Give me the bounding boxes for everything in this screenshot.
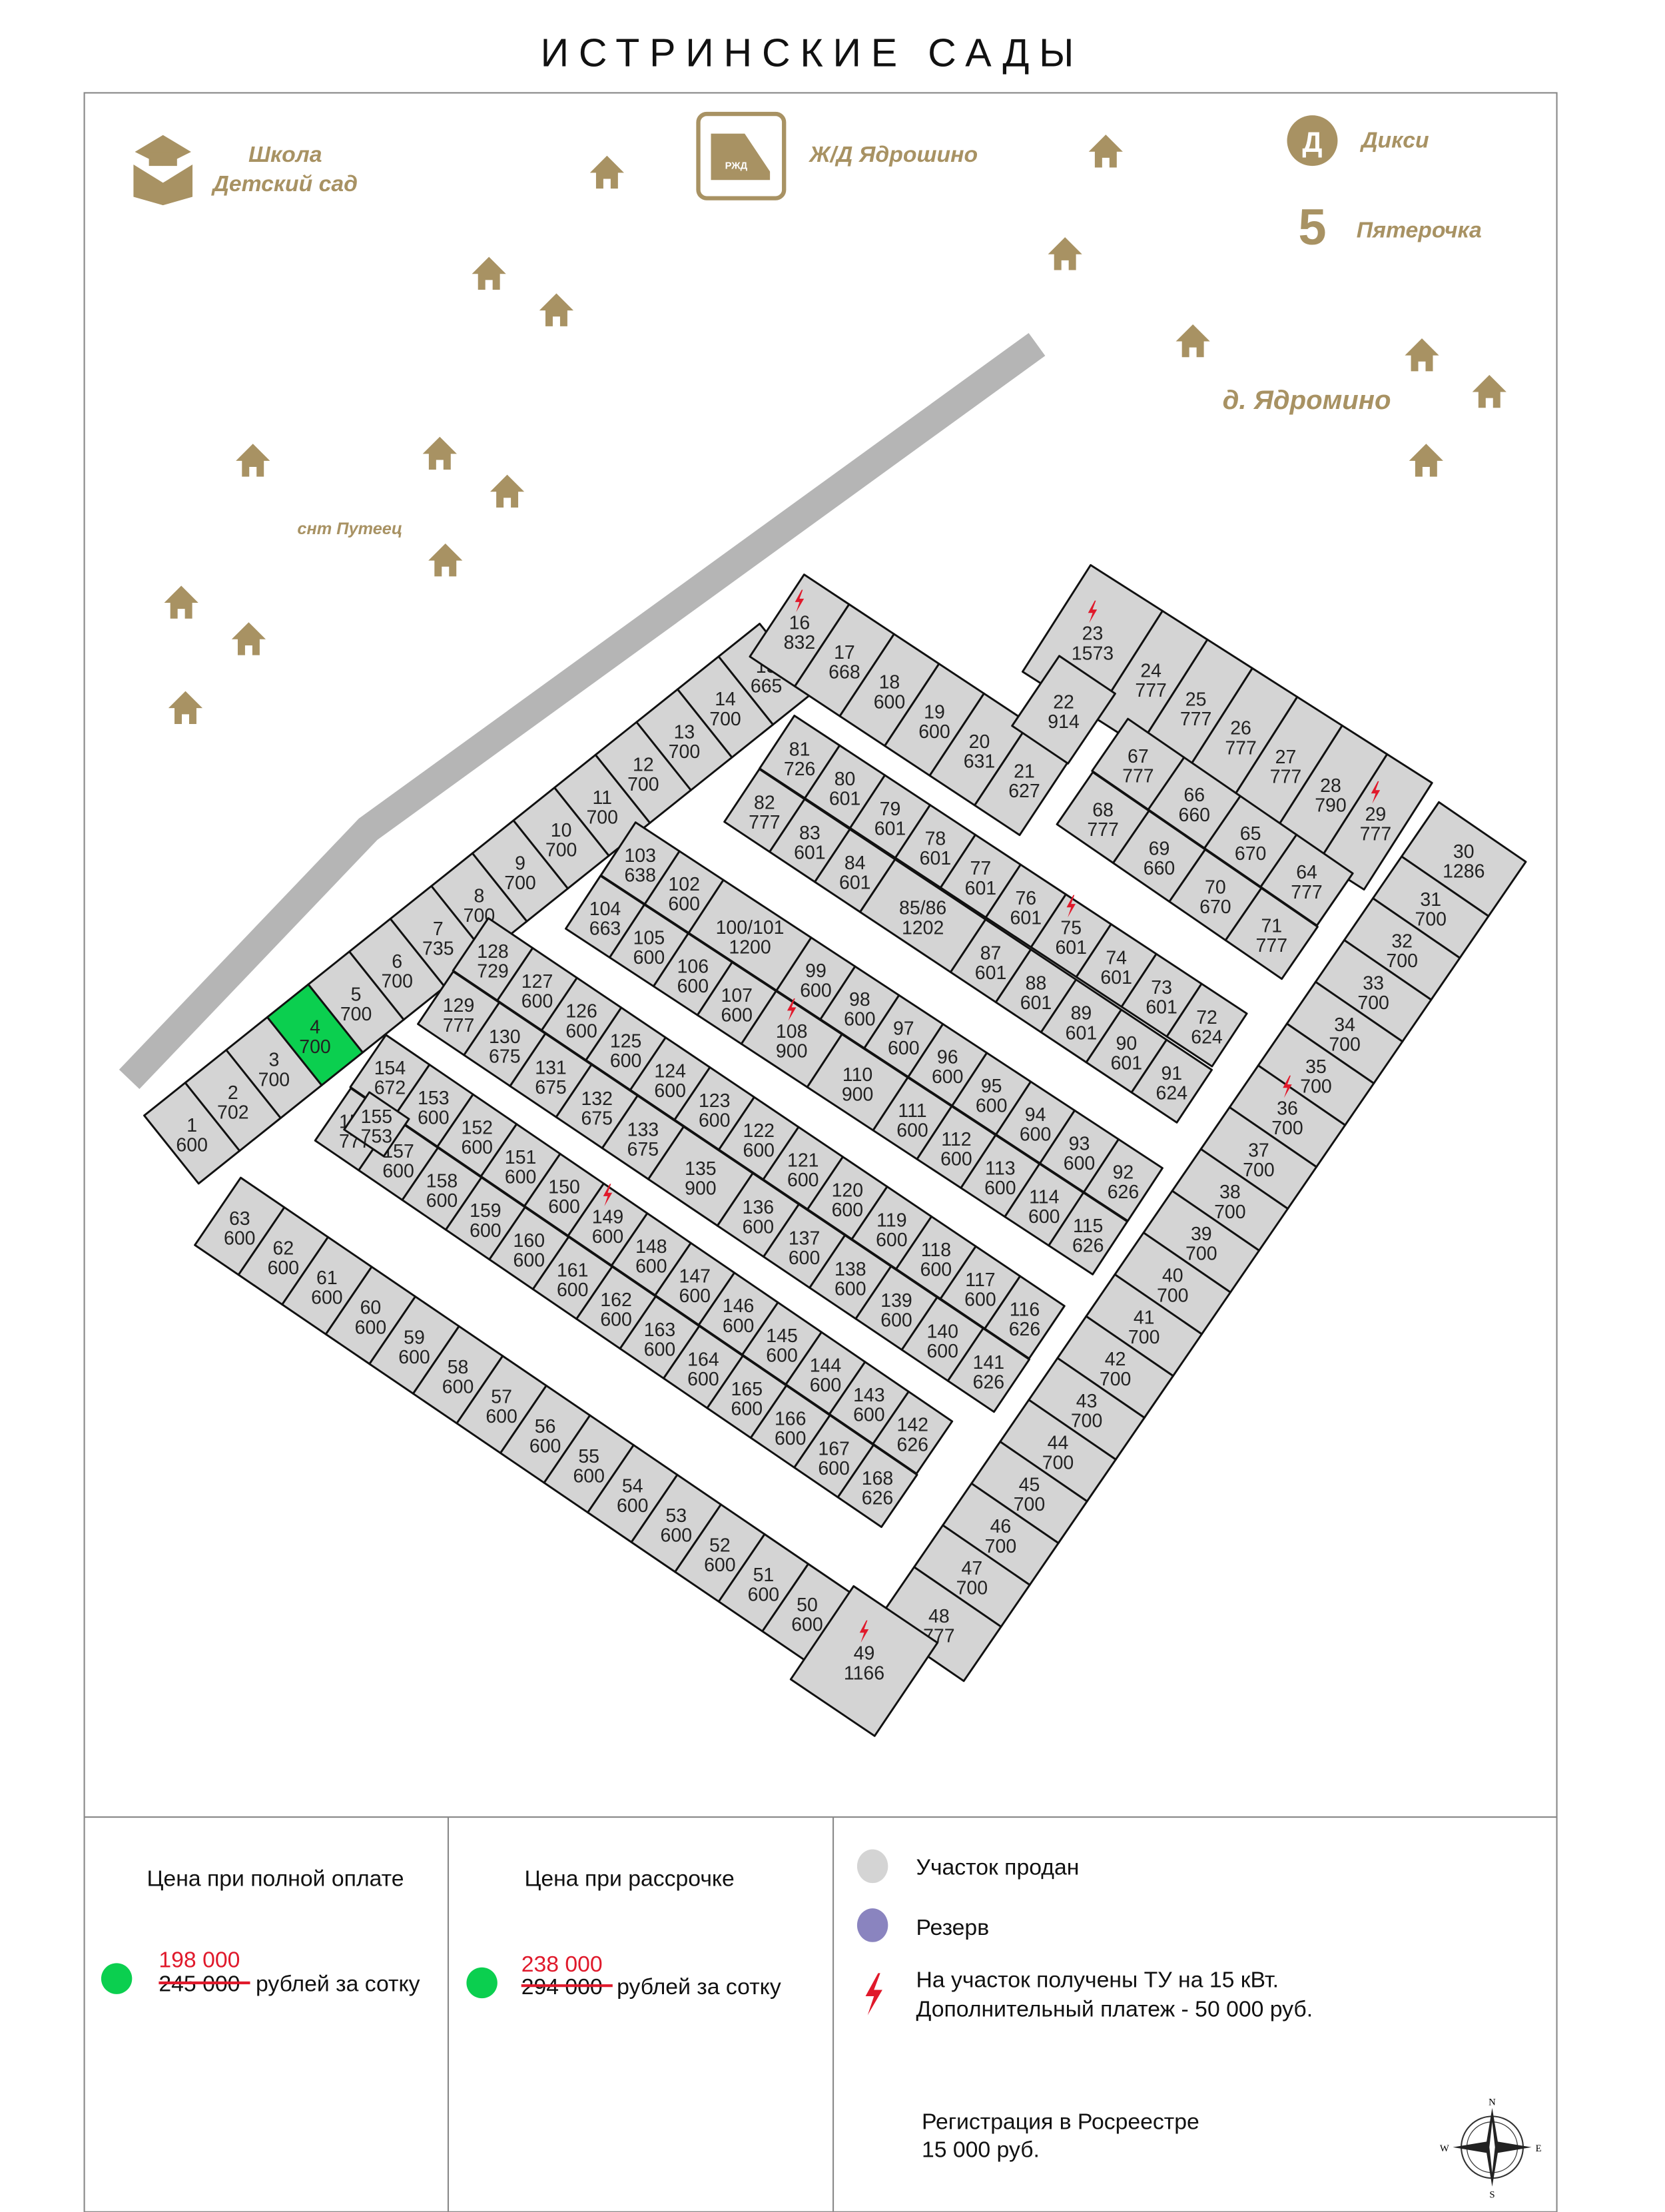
plot-shape[interactable] [789,1585,939,1737]
house-icon [164,585,198,619]
pyaterochka-logo: 5 [1298,199,1326,256]
free-plot-dot [101,1963,133,1994]
house-icon [1409,444,1443,477]
registration-line2: 15 000 руб. [922,2137,1040,2163]
plots-layer: 1600270237004700570067007735870097001070… [143,563,1527,1737]
house-icon [422,436,457,470]
plot-shape[interactable] [946,1327,1030,1413]
page-title: ИСТРИНСКИЕ САДЫ [541,31,1084,75]
compass-e: E [1536,2143,1542,2154]
house-icon [428,544,463,577]
highway-road [119,332,1046,1089]
train-station-icon: РЖД [696,111,787,200]
compass-w: W [1440,2143,1449,2154]
dixy-store-icon: Д [1287,115,1338,167]
house-icon [490,474,525,508]
house-icon [1405,338,1439,372]
village-label: д. Ядромино [1223,386,1391,415]
legend-installment: Цена при рассрочке 238 000 294 000 рубле… [466,1866,781,2000]
house-icon [231,622,266,655]
plot-shape[interactable] [1166,982,1248,1068]
rzd-logo: РЖД [725,161,748,171]
pyaterochka-label: Пятерочка [1357,218,1482,243]
lightning-icon [865,1973,882,2016]
tu-label-line2: Дополнительный платеж - 50 000 руб. [916,1997,1313,2022]
installment-unit: рублей за сотку [617,1974,781,2000]
legend-full-payment: Цена при полной оплате 198 000 245 000 р… [101,1866,420,1997]
installment-title: Цена при рассрочке [524,1866,734,1891]
plot-shape[interactable] [836,1444,918,1529]
house-icon [1472,374,1506,408]
plot-shape[interactable] [1130,1038,1213,1124]
installment-new-price: 238 000 [521,1952,603,1977]
house-icon [589,155,624,189]
house-icon [472,256,506,290]
plot-shape[interactable] [1048,1192,1129,1276]
school-icon [133,135,193,206]
plot-shape[interactable] [343,1091,410,1158]
dixy-logo: Д [1302,127,1322,158]
full-payment-title: Цена при полной оплате [147,1866,404,1891]
reserve-dot [856,1908,888,1942]
school-label: Школа [248,142,322,167]
house-icon [1175,324,1210,358]
house-icon [1088,135,1123,168]
compass-s: S [1489,2190,1495,2201]
compass-n: N [1489,2097,1496,2108]
tu-label-line1: На участок получены ТУ на 15 кВт. [916,1967,1279,1992]
sold-dot [856,1849,888,1884]
full-payment-unit: рублей за сотку [256,1972,420,1997]
plot-shape[interactable] [1224,887,1319,980]
full-payment-new-price: 198 000 [159,1948,240,1973]
legend-statuses: Участок продан Резерв На участок получен… [856,1849,1313,2163]
dixy-label: Дикси [1359,128,1429,153]
snt-label: снт Путеец [297,520,402,538]
station-label: Ж/Д Ядрошино [808,142,978,167]
pyaterochka-store-icon: 5 [1298,199,1326,256]
free-plot-dot [466,1967,498,1999]
sold-label: Участок продан [916,1855,1080,1880]
house-icon [539,293,574,326]
reserve-label: Резерв [916,1915,990,1940]
house-icon [168,691,203,724]
kindergarten-label: Детский сад [210,171,358,196]
house-icon [236,444,270,477]
registration-line1: Регистрация в Росреестре [922,2109,1199,2134]
plot-shape[interactable] [1011,655,1116,765]
house-icon [1048,237,1082,270]
compass-rose-icon: N S W E [1440,2097,1542,2201]
